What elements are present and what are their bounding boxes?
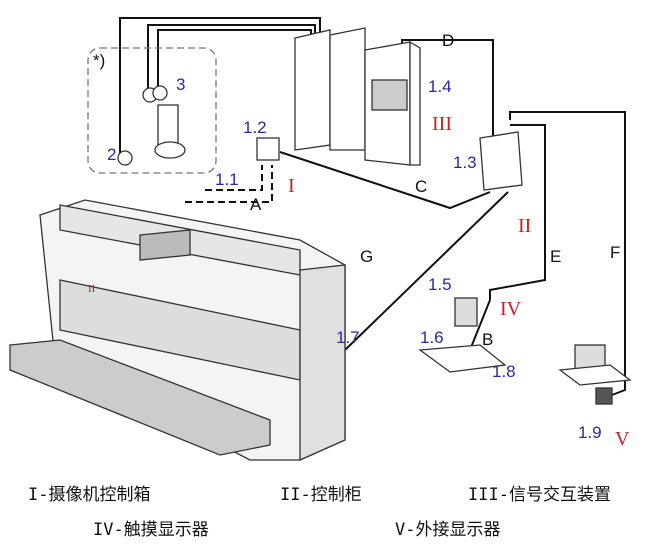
control-cabinet-1-3 <box>479 131 523 191</box>
cable-label-F: F <box>610 243 620 262</box>
label-1-7: 1.7 <box>336 328 360 347</box>
cable-F <box>509 111 626 396</box>
label-1-1: 1.1 <box>215 170 239 189</box>
cable-A <box>87 47 273 203</box>
legend-item-III: III-信号交互装置 <box>468 485 611 505</box>
desk-left <box>418 344 507 373</box>
touch-display <box>454 297 478 327</box>
cable-label-B: B <box>482 330 493 349</box>
cable-label-G: G <box>360 247 373 266</box>
camera-2 <box>117 150 133 166</box>
label-3: 3 <box>176 75 185 94</box>
camera-control-box <box>256 137 280 161</box>
label-1-9: 1.9 <box>578 423 602 442</box>
marker-III: III <box>432 113 452 135</box>
machine-marker: II <box>88 283 96 295</box>
cable-camera-3a <box>147 24 316 90</box>
labels: *) 3 2 1.2 1.1 1.4 1.3 1.5 1.6 1.8 1.7 1… <box>88 31 630 450</box>
cable-label-D: D <box>442 31 454 50</box>
label-1-6: 1.6 <box>420 328 444 347</box>
machine <box>9 199 346 462</box>
marker-I: I <box>288 175 295 197</box>
label-1-3: 1.3 <box>453 153 477 172</box>
cable-label-C: C <box>415 177 427 196</box>
cable-camera-2 <box>119 17 321 155</box>
marker-II: II <box>518 215 531 237</box>
label-1-2: 1.2 <box>243 118 267 137</box>
label-2: 2 <box>107 145 116 164</box>
cable-label-E: E <box>550 247 561 266</box>
desk-right <box>558 364 632 386</box>
marker-V: V <box>615 428 630 450</box>
cable-G <box>344 191 509 351</box>
cabinets <box>117 27 632 405</box>
label-1-4: 1.4 <box>428 77 452 96</box>
label-1-5: 1.5 <box>428 275 452 294</box>
legend-item-IV: IV-触摸显示器 <box>93 520 209 540</box>
label-1-8: 1.8 <box>492 362 516 381</box>
marker-IV: IV <box>500 298 522 320</box>
cable-camera-3b <box>157 29 312 88</box>
legend-item-II: II-控制柜 <box>280 485 362 505</box>
system-diagram: *) 3 2 1.2 1.1 1.4 1.3 1.5 1.6 1.8 1.7 1… <box>9 17 632 462</box>
legend-item-V: V-外接显示器 <box>395 520 501 540</box>
cable-label-A: A <box>250 195 262 214</box>
legend-item-I: I-摄像机控制箱 <box>28 485 151 505</box>
cable-C <box>279 151 491 210</box>
inset-marker: *) <box>93 51 105 70</box>
cable-E <box>489 124 546 300</box>
